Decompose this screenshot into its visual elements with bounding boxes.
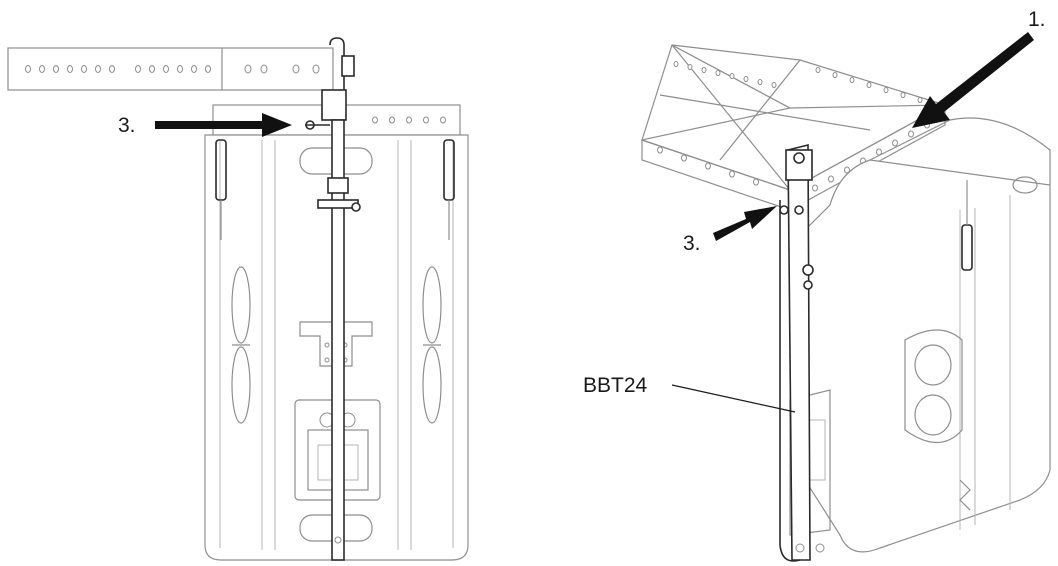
frame-hole	[849, 77, 855, 83]
flybar-hole	[109, 65, 115, 73]
flybar-hole	[135, 65, 141, 73]
frame-hole	[900, 92, 906, 98]
frame-hole	[673, 61, 679, 67]
right-vertical-bar	[779, 143, 825, 562]
plate-hole	[389, 116, 395, 124]
frame-hole	[715, 70, 721, 76]
frame-hole	[828, 175, 834, 183]
plate-hole	[372, 116, 378, 124]
frame-hole	[687, 64, 693, 70]
frame-hole	[866, 82, 872, 88]
flybar-hole	[149, 65, 155, 73]
flybar-hole	[191, 65, 197, 73]
frame-hole	[883, 87, 889, 93]
flybar-hole	[25, 65, 31, 73]
flybar-hole	[312, 64, 320, 74]
right-top-arrow-label: 1.	[1028, 8, 1046, 31]
flybar-hole	[205, 65, 211, 73]
frame-hole	[815, 67, 821, 73]
frame-hole	[812, 184, 818, 192]
frame-hole	[729, 170, 735, 178]
frame-hole	[844, 166, 850, 174]
flybar-hole	[292, 64, 300, 74]
frame-hole	[757, 79, 763, 85]
right-mid-arrow-label: 3.	[683, 232, 701, 255]
frame-hole	[753, 178, 759, 186]
frame-hole	[917, 97, 923, 103]
right-arrow-3	[713, 206, 777, 241]
flybar-hole	[163, 65, 169, 73]
frame-hole	[681, 154, 687, 162]
left-vertical-bar	[305, 37, 361, 561]
bbt24-leader-line	[671, 384, 796, 413]
frame-hole	[743, 76, 749, 82]
right-arrow-1	[912, 32, 1034, 128]
frame-hole	[657, 146, 663, 154]
frame-hole	[701, 67, 707, 73]
flybar-hole	[260, 64, 268, 74]
left-arrow-3	[155, 113, 292, 137]
flybar-hole	[95, 65, 101, 73]
frame-hole	[892, 139, 898, 147]
frame-hole	[771, 82, 777, 88]
flybar-hole	[244, 64, 252, 74]
frame-hole	[832, 72, 838, 78]
left-front-view: 3.	[7, 37, 469, 561]
flybar-hole	[67, 65, 73, 73]
frame-hole	[705, 162, 711, 170]
right-perspective-view: 1. 3. BBT24	[583, 8, 1051, 562]
right-flybar-frame	[641, 44, 946, 212]
right-cabinet	[789, 117, 1051, 553]
plate-hole	[423, 116, 429, 124]
left-arrow-label: 3.	[118, 114, 136, 137]
flybar-hole	[81, 65, 87, 73]
frame-hole	[729, 73, 735, 79]
flybar-hole	[53, 65, 59, 73]
plate-hole	[406, 116, 412, 124]
flybar-hole	[177, 65, 183, 73]
plate-hole	[440, 116, 446, 124]
frame-hole	[908, 130, 914, 138]
left-flybar	[7, 47, 334, 91]
flybar-hole	[39, 65, 45, 73]
bbt24-label: BBT24	[583, 374, 648, 397]
